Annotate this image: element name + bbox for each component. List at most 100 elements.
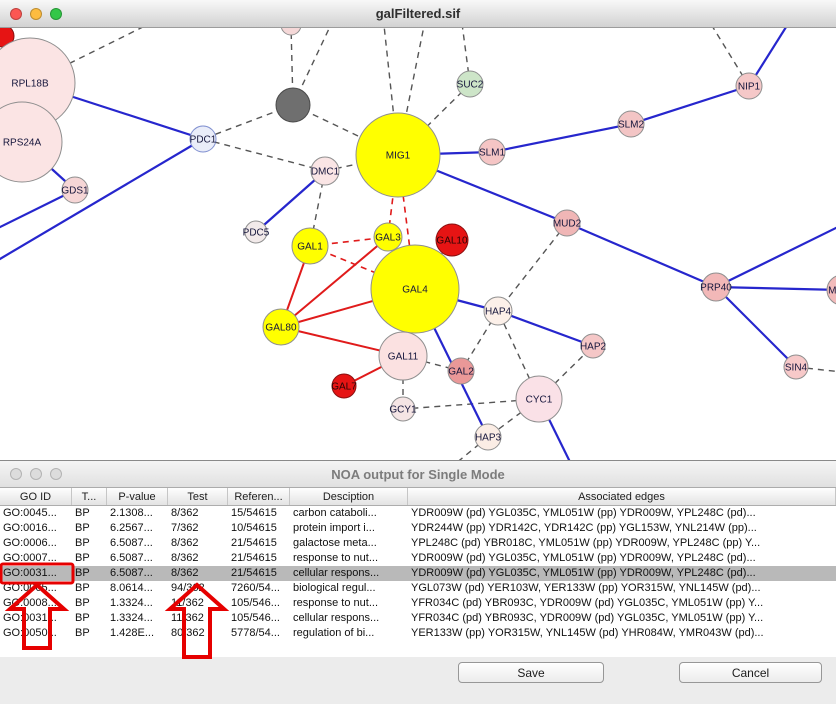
- node-mig1[interactable]: MIG1: [355, 112, 441, 198]
- column-header-0[interactable]: GO ID: [0, 488, 72, 505]
- edge[interactable]: [280, 236, 389, 328]
- table-cell: GO:0031...: [3, 612, 57, 624]
- edge[interactable]: [715, 286, 797, 368]
- column-header-4[interactable]: Referen...: [228, 488, 290, 505]
- edge[interactable]: [748, 28, 793, 87]
- node-gal3[interactable]: GAL3: [373, 222, 403, 252]
- edge[interactable]: [397, 83, 471, 156]
- edge[interactable]: [309, 245, 416, 290]
- node-label: GAL2: [448, 367, 474, 378]
- node-gal10[interactable]: GAL10: [435, 223, 469, 257]
- node-msn5[interactable]: MSN5: [826, 275, 836, 305]
- node-nip1[interactable]: NIP1: [735, 72, 763, 100]
- table-cell: 5778/54...: [231, 627, 280, 639]
- node-label: GAL4: [402, 285, 428, 296]
- table-cell: BP: [75, 627, 90, 639]
- edge[interactable]: [566, 221, 717, 289]
- edge[interactable]: [292, 104, 399, 156]
- edge[interactable]: [630, 84, 750, 126]
- edge[interactable]: [715, 223, 836, 288]
- node-gcy1[interactable]: GCY1: [389, 396, 417, 422]
- node-hap3[interactable]: HAP3: [474, 423, 502, 451]
- zoom-button[interactable]: [50, 468, 62, 480]
- minimize-button[interactable]: [30, 468, 42, 480]
- column-header-2[interactable]: P-value: [107, 488, 168, 505]
- node-label: SLM2: [618, 120, 645, 131]
- minimize-button[interactable]: [30, 7, 42, 20]
- node-gal80[interactable]: GAL80: [262, 308, 300, 346]
- close-button[interactable]: [10, 7, 22, 20]
- table-cell: YFR034C (pd) YBR093C, YDR009W (pd) YGL03…: [411, 612, 764, 624]
- cancel-button[interactable]: Cancel: [679, 662, 822, 683]
- edge[interactable]: [497, 222, 568, 312]
- node-gal4[interactable]: GAL4: [370, 244, 460, 334]
- table-cell: 8.0614...: [110, 582, 153, 594]
- table-cell: YFR034C (pd) YBR093C, YDR009W (pd) YGL03…: [411, 597, 764, 609]
- node-gal7[interactable]: GAL7: [331, 373, 357, 399]
- node-label: GAL1: [297, 242, 323, 253]
- node-gds1[interactable]: GDS1: [61, 176, 89, 204]
- close-button[interactable]: [10, 468, 22, 480]
- node-gal1[interactable]: GAL1: [291, 227, 329, 265]
- table-cell: 10/54615: [231, 522, 277, 534]
- edge[interactable]: [255, 170, 326, 233]
- edge[interactable]: [491, 122, 632, 154]
- edge[interactable]: [455, 436, 489, 460]
- column-header-1[interactable]: T...: [72, 488, 107, 505]
- node-hap4[interactable]: HAP4: [483, 296, 513, 326]
- noa-window-titlebar[interactable]: NOA output for Single Mode: [0, 461, 836, 488]
- node-slm1[interactable]: SLM1: [478, 138, 506, 166]
- node-sin4[interactable]: SIN4: [783, 354, 809, 380]
- edge[interactable]: [715, 285, 836, 291]
- table-cell: 6.5087...: [110, 552, 153, 564]
- table-cell: 6.2567...: [110, 522, 153, 534]
- node-dmc1[interactable]: DMC1: [310, 156, 340, 186]
- table-cell: protein import i...: [293, 522, 375, 534]
- node-cyc1[interactable]: CYC1: [515, 375, 563, 423]
- column-header-5[interactable]: Desciption: [290, 488, 408, 505]
- node-mud2[interactable]: MUD2: [553, 209, 582, 237]
- node-suc2[interactable]: SUC2: [456, 70, 484, 98]
- node-hap2[interactable]: HAP2: [580, 333, 607, 359]
- edge[interactable]: [202, 138, 326, 172]
- table-cell: 7260/54...: [231, 582, 280, 594]
- table-cell: 105/546...: [231, 597, 280, 609]
- node-gal11[interactable]: GAL11: [378, 331, 428, 381]
- table-cell: YER133W (pp) YOR315W, YNL145W (pd) YHR08…: [411, 627, 764, 639]
- table-cell: 7/362: [171, 522, 199, 534]
- column-header-3[interactable]: Test: [168, 488, 228, 505]
- node-slm2[interactable]: SLM2: [617, 110, 645, 138]
- node-gal2[interactable]: GAL2: [447, 357, 475, 385]
- node-topclip[interactable]: [280, 28, 302, 36]
- network-window-titlebar[interactable]: galFiltered.sif: [0, 0, 836, 28]
- edge[interactable]: [795, 366, 836, 373]
- save-button[interactable]: Save: [458, 662, 604, 683]
- table-cell: 15/54615: [231, 507, 277, 519]
- node-gray1[interactable]: [275, 87, 311, 123]
- node-pdc5[interactable]: PDC5: [243, 220, 270, 244]
- node-pdc1[interactable]: PDC1: [189, 125, 217, 153]
- edge[interactable]: [706, 28, 750, 87]
- node-label: GAL7: [331, 382, 357, 393]
- edge[interactable]: [497, 309, 594, 348]
- table-cell: GO:0006...: [3, 537, 57, 549]
- node-prp40[interactable]: PRP40: [700, 272, 732, 302]
- edge[interactable]: [0, 138, 204, 266]
- zoom-button[interactable]: [50, 7, 62, 20]
- column-header-6[interactable]: Associated edges: [408, 488, 836, 505]
- node-rps24a[interactable]: RPS24A: [0, 101, 63, 183]
- edge[interactable]: [0, 189, 76, 233]
